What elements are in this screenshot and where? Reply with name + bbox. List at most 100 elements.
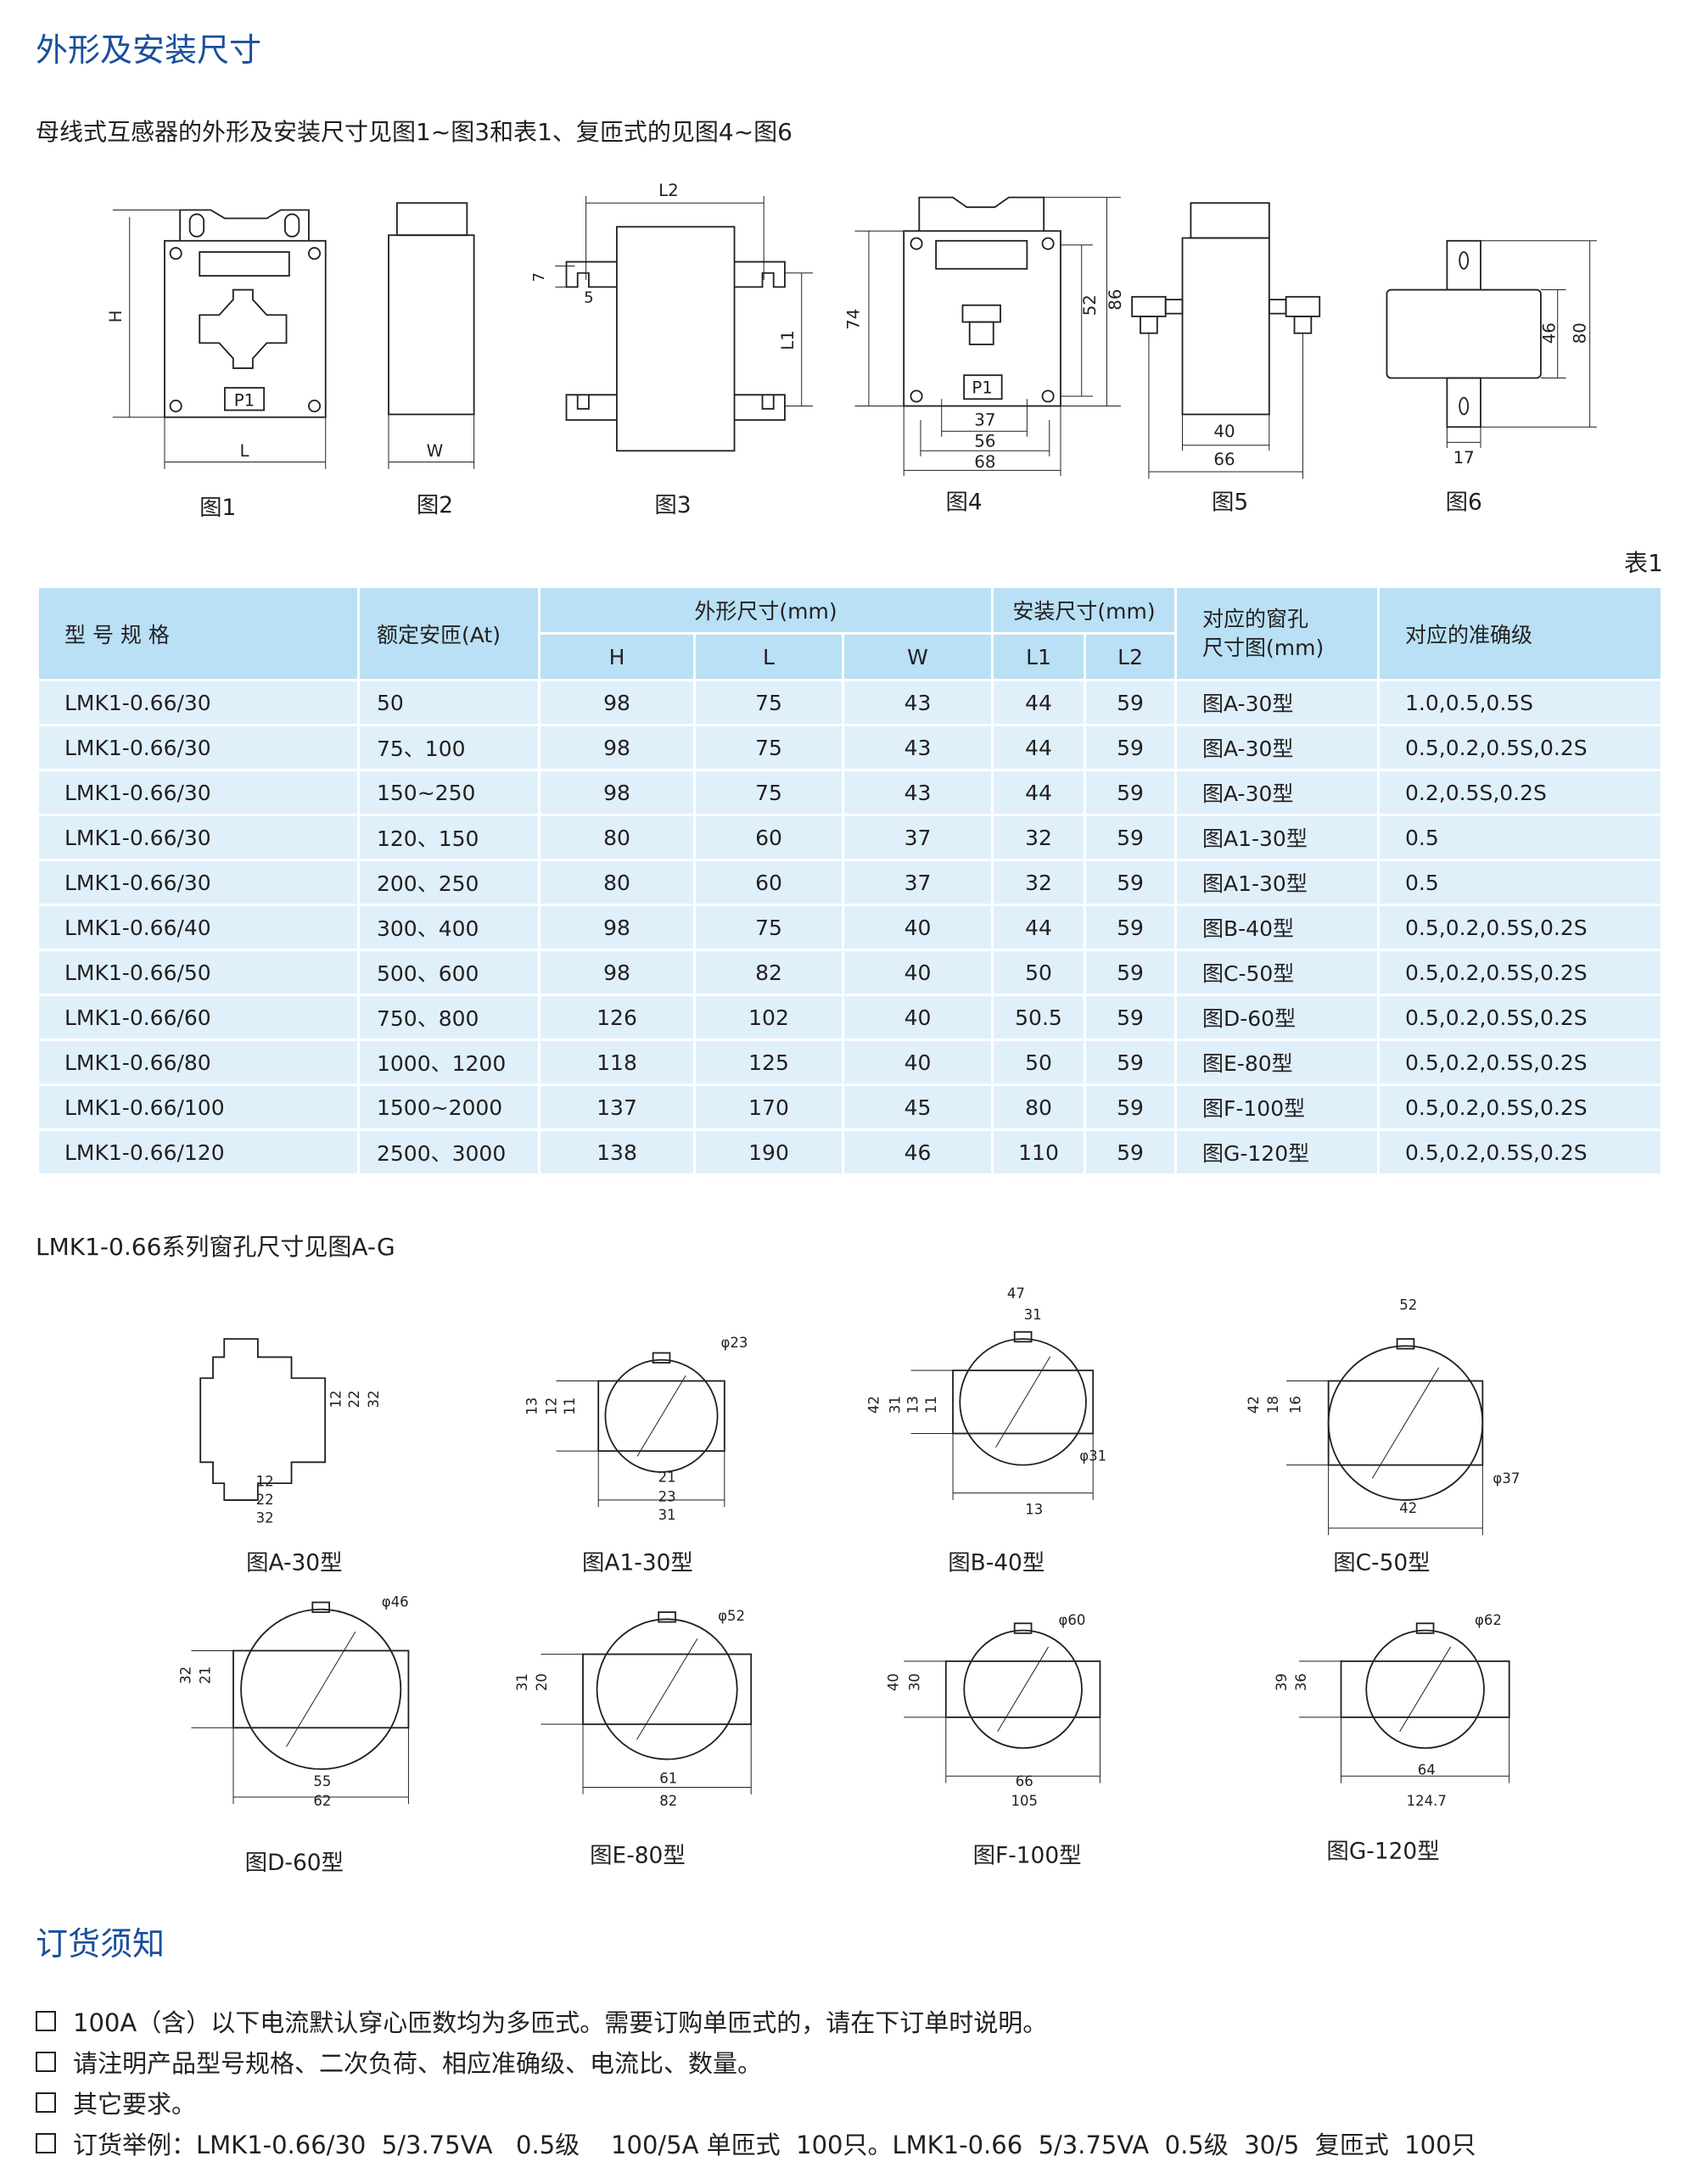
- dim-label: 66: [1213, 450, 1235, 469]
- window-caption: 图A1-30型: [582, 1549, 693, 1576]
- cell-h: 126: [538, 994, 696, 1041]
- dim-label: 40: [886, 1673, 902, 1691]
- dim-label: 30: [906, 1673, 922, 1691]
- cell-l: 75: [693, 679, 844, 726]
- cell-l1: 50: [991, 949, 1086, 996]
- cell-w: 40: [842, 904, 994, 951]
- cell-window: 图G-120型: [1174, 1128, 1380, 1176]
- cell-w: 40: [842, 1039, 994, 1086]
- dim-label: 32: [256, 1509, 274, 1526]
- cell-l1: 44: [991, 724, 1086, 771]
- cell-accuracy: 0.5: [1377, 859, 1663, 906]
- cell-l1: 32: [991, 814, 1086, 861]
- dim-label: 22: [256, 1492, 274, 1508]
- figure-2: W 图2: [388, 202, 475, 518]
- cell-l1: 50: [991, 1039, 1086, 1086]
- cell-w: 43: [842, 769, 994, 816]
- checkbox-icon: [36, 2092, 56, 2113]
- cell-l2: 59: [1084, 769, 1177, 816]
- dim-label: φ23: [720, 1335, 748, 1351]
- order-item-text: 订货举例：LMK1-0.66/30 5/3.75VA 0.5级 100/5A 单…: [73, 2131, 1476, 2159]
- cell-w: 37: [842, 859, 994, 906]
- header-l1: L1: [991, 632, 1086, 681]
- cell-w: 43: [842, 679, 994, 726]
- header-l: L: [693, 632, 844, 681]
- cell-l: 60: [693, 859, 844, 906]
- cell-l2: 59: [1084, 814, 1177, 861]
- cell-h: 98: [538, 679, 696, 726]
- cell-w: 46: [842, 1128, 994, 1176]
- cell-l1: 50.5: [991, 994, 1086, 1041]
- dim-label: L2: [658, 181, 679, 200]
- cell-window: 图A-30型: [1174, 724, 1380, 771]
- cell-model: LMK1-0.66/120: [36, 1128, 360, 1176]
- figure-1: P1 H L 图1: [106, 209, 327, 521]
- figure-caption: 图4: [946, 490, 983, 516]
- cell-model: LMK1-0.66/80: [36, 1039, 360, 1086]
- cell-accuracy: 1.0,0.5,0.5S: [1377, 679, 1663, 726]
- cell-window: 图A1-30型: [1174, 814, 1380, 861]
- cell-model: LMK1-0.66/30: [36, 724, 360, 771]
- checkbox-icon: [36, 2011, 56, 2031]
- cell-amps: 750、800: [357, 994, 540, 1041]
- header-model: 型 号 规 格: [36, 585, 360, 681]
- cell-l: 75: [693, 904, 844, 951]
- cell-l: 190: [693, 1128, 844, 1176]
- cell-h: 118: [538, 1039, 696, 1086]
- cell-model: LMK1-0.66/40: [36, 904, 360, 951]
- dim-label: 47: [1007, 1285, 1025, 1302]
- cell-model: LMK1-0.66/100: [36, 1084, 360, 1131]
- dim-label: 124.7: [1407, 1793, 1447, 1809]
- dim-label: 20: [534, 1673, 550, 1691]
- cell-l: 170: [693, 1084, 844, 1131]
- cell-window: 图A-30型: [1174, 769, 1380, 816]
- cell-h: 138: [538, 1128, 696, 1176]
- cell-amps: 1500~2000: [357, 1084, 540, 1131]
- cell-l2: 59: [1084, 904, 1177, 951]
- dim-label: 5: [584, 288, 594, 306]
- dim-label: 11: [562, 1397, 578, 1415]
- cell-l: 60: [693, 814, 844, 861]
- cell-w: 37: [842, 814, 994, 861]
- cell-l1: 44: [991, 769, 1086, 816]
- header-amps: 额定安匝(At): [357, 585, 540, 681]
- figure-caption: 图5: [1212, 490, 1248, 516]
- dim-label: 42: [1246, 1396, 1262, 1414]
- cell-window: 图A1-30型: [1174, 859, 1380, 906]
- header-l2: L2: [1084, 632, 1177, 681]
- cell-accuracy: 0.5,0.2,0.5S,0.2S: [1377, 1084, 1663, 1131]
- cell-accuracy: 0.5,0.2,0.5S,0.2S: [1377, 1128, 1663, 1176]
- cell-model: LMK1-0.66/30: [36, 859, 360, 906]
- cell-l: 75: [693, 769, 844, 816]
- order-list: 100A（含）以下电流默认穿心匝数均为多匝式。需要订购单匝式的，请在下订单时说明…: [36, 2001, 1476, 2164]
- cell-accuracy: 0.5,0.2,0.5S,0.2S: [1377, 724, 1663, 771]
- cell-w: 40: [842, 949, 994, 996]
- cell-accuracy: 0.5,0.2,0.5S,0.2S: [1377, 949, 1663, 996]
- header-window: 对应的窗孔尺寸图(mm): [1174, 585, 1380, 681]
- dim-label: 82: [659, 1793, 677, 1809]
- cell-l1: 44: [991, 904, 1086, 951]
- cell-model: LMK1-0.66/30: [36, 679, 360, 726]
- cell-amps: 120、150: [357, 814, 540, 861]
- dim-label: 66: [1016, 1773, 1033, 1789]
- cell-l: 75: [693, 724, 844, 771]
- cell-accuracy: 0.5,0.2,0.5S,0.2S: [1377, 1039, 1663, 1086]
- cell-window: 图A-30型: [1174, 679, 1380, 726]
- dim-label: L1: [778, 330, 798, 350]
- cell-l2: 59: [1084, 1128, 1177, 1176]
- dim-label: 61: [659, 1771, 677, 1787]
- cell-l2: 59: [1084, 1084, 1177, 1131]
- window-caption: 图G-120型: [1326, 1839, 1439, 1865]
- dim-label: 37: [974, 411, 995, 430]
- figure-6: 46 80 17 图6: [1386, 239, 1597, 516]
- header-h: H: [538, 632, 696, 681]
- dim-label: 56: [974, 431, 995, 451]
- cell-l1: 44: [991, 679, 1086, 726]
